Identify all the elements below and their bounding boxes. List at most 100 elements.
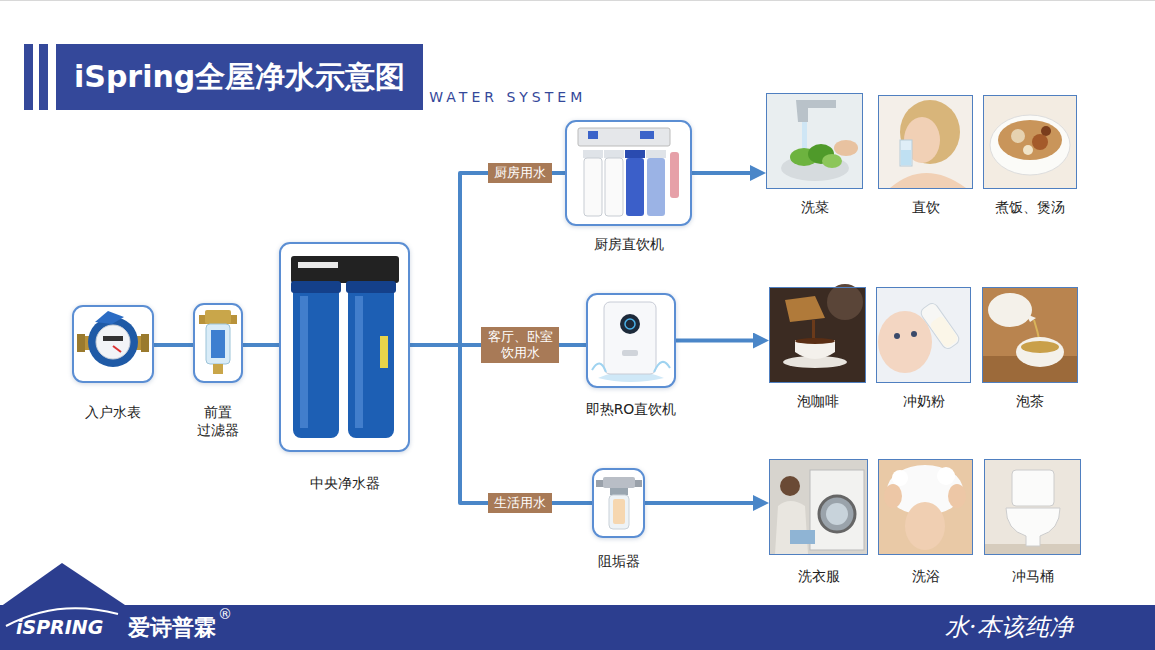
ro-dispenser-picture-shape [592, 363, 606, 372]
node-label: 直饮 [912, 198, 940, 216]
laundry-photo-shape [819, 496, 855, 532]
kitchen-ro-picture-shape [626, 158, 644, 216]
node-label: 即热RO直饮机 [586, 400, 677, 418]
central-filter-picture-shape [298, 262, 338, 268]
pipe-connector [410, 345, 592, 503]
kitchen-ro-picture-shape [584, 158, 602, 216]
pipe-label: 厨房用水 [488, 163, 552, 183]
drinking-woman-photo [879, 96, 972, 188]
use-photo: 泡咖啡 [769, 287, 866, 383]
soup-bowl-photo-shape [1023, 145, 1033, 155]
use-photo: 洗菜 [766, 93, 863, 189]
water-meter-picture-shape [141, 334, 149, 352]
node-label: 煮饭、煲汤 [995, 198, 1065, 216]
soup-bowl-photo-shape [990, 115, 1070, 175]
footer-band-shape [0, 563, 128, 607]
pipe-connector [243, 343, 279, 347]
use-photo: 煮饭、煲汤 [983, 95, 1077, 189]
brand-name: 爱诗普霖 [128, 613, 216, 643]
laundry-photo-shape [826, 503, 848, 525]
tea-photo-shape [983, 288, 1077, 382]
slogan: 水·本该纯净 [945, 611, 1073, 643]
node-label: 洗菜 [801, 198, 829, 216]
ro-dispenser-picture-shape [622, 350, 638, 356]
pre-filter-box: 前置 过滤器 [193, 303, 243, 383]
kitchen-ro-picture-shape [640, 131, 654, 139]
water-meter-picture-shape [77, 334, 85, 352]
toilet-photo-shape [1006, 508, 1060, 546]
washing-vegetables-photo-shape [767, 94, 862, 188]
kitchen-ro-picture-shape [604, 150, 624, 158]
laundry-photo-shape [810, 470, 864, 550]
kitchen-ro-picture-shape [646, 150, 666, 158]
water-meter-box: 入户水表 [72, 305, 154, 383]
pipe-label: 客厅、卧室 饮用水 [481, 327, 559, 363]
toilet-photo [985, 460, 1080, 554]
node-label: 阻垢器 [598, 552, 640, 570]
soup-bowl-photo-shape [1032, 134, 1048, 150]
hair-washing-photo-shape [937, 467, 955, 485]
use-photo: 直饮 [878, 95, 973, 189]
hair-washing-photo [879, 460, 972, 554]
pipe-connector [154, 343, 193, 347]
kitchen-ro-picture-shape [588, 131, 598, 139]
coffee-photo-shape [795, 338, 835, 344]
node-label: 入户水表 [85, 403, 141, 421]
kitchen-ro-picture-shape [605, 158, 623, 216]
scale-inhibitor-picture-shape [610, 488, 628, 495]
water-meter-picture-shape [103, 336, 123, 341]
ro-dispenser-picture-shape [654, 362, 670, 372]
laundry-photo-shape [775, 501, 808, 554]
hair-washing-photo-shape [948, 484, 966, 508]
laundry-photo-shape [770, 460, 867, 554]
node-label: 泡咖啡 [797, 392, 839, 410]
node-label: 冲奶粉 [903, 392, 945, 410]
central-filter-picture-shape [291, 256, 399, 283]
central-filter-picture-shape [300, 296, 308, 428]
top-rule [0, 0, 1155, 1]
baby-bottle-photo-shape [877, 288, 970, 382]
water-meter-picture-shape [88, 317, 138, 367]
node-label: 厨房直饮机 [594, 235, 664, 253]
use-photo: 洗衣服 [769, 459, 868, 555]
soup-bowl-photo-shape [998, 120, 1062, 160]
ro-dispenser-picture-shape [625, 319, 635, 329]
soup-bowl-photo-shape [1041, 126, 1051, 136]
kitchen-ro-picture-shape [578, 128, 670, 146]
baby-bottle-photo-shape [919, 301, 961, 351]
central-filter-picture-shape [346, 281, 396, 293]
coffee-photo-shape [812, 320, 815, 338]
central-filter-picture-shape [291, 281, 341, 293]
laundry-photo [770, 460, 867, 554]
drinking-woman-photo-shape [900, 100, 960, 164]
central-filter-picture-shape [355, 296, 363, 428]
central-filter-picture [291, 256, 399, 438]
use-photo: 冲奶粉 [876, 287, 971, 383]
water-meter-picture [77, 311, 149, 367]
scale-inhibitor-box: 阻垢器 [592, 468, 645, 538]
coffee-photo-shape [827, 284, 863, 320]
pipe-connector [692, 171, 758, 175]
drinking-woman-photo-shape [901, 150, 911, 165]
soup-bowl-photo-shape [984, 96, 1076, 188]
central-filter-box: 中央净水器 [279, 242, 410, 452]
water-meter-picture-shape [95, 311, 124, 324]
node-label: 冲马桶 [1012, 567, 1054, 585]
tea-photo-shape [1016, 337, 1064, 367]
washing-vegetables-photo-shape [822, 154, 842, 168]
baby-bottle-photo [877, 288, 970, 382]
drinking-woman-photo-shape [890, 173, 966, 188]
kitchen-ro-picture-shape [670, 152, 679, 198]
tea-photo-shape [988, 293, 1032, 327]
kitchen-ro-box: 厨房直饮机 [565, 120, 692, 226]
scale-inhibitor-picture-shape [613, 499, 625, 524]
kitchen-ro-picture-shape [625, 150, 645, 158]
water-meter-picture-shape [96, 325, 130, 359]
baby-bottle-photo-shape [929, 315, 959, 349]
central-filter-picture-shape [293, 283, 339, 438]
pipe-connector [676, 339, 761, 343]
water-meter-picture-shape [113, 346, 121, 352]
central-filter-picture-shape [380, 336, 388, 368]
kitchen-ro-picture [578, 128, 679, 216]
